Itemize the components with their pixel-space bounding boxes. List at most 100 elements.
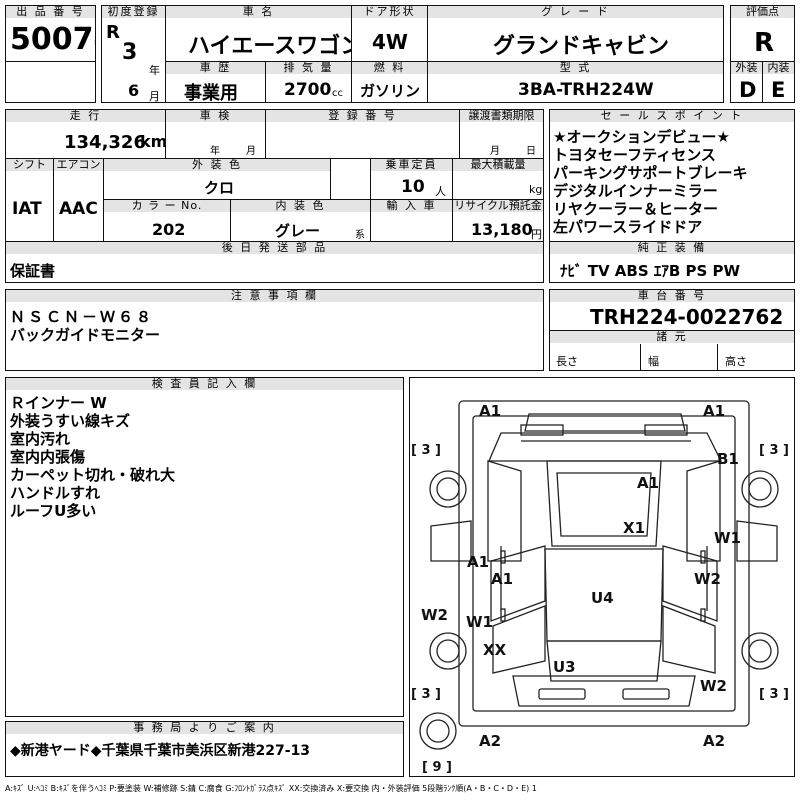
dimensions-box: 諸 元 長さ 幅 高さ <box>549 330 795 371</box>
lot-number-label: 出 品 番 号 <box>6 6 95 18</box>
lot-blank-box <box>5 61 96 103</box>
registration-number-box: 登 録 番 号 <box>265 109 460 159</box>
score-box: 評価点 R <box>730 5 795 62</box>
shift-box: シフト IAT <box>5 158 54 242</box>
exterior-color-box: 外 装 色 クロ <box>103 158 331 200</box>
interior-value: E <box>771 78 786 102</box>
later-parts-label: 後 日 発 送 部 品 <box>6 242 543 254</box>
car-name-box: 車 名 ハイエースワゴン <box>165 5 352 62</box>
sales-point: パーキングサポートブレーキ <box>553 164 748 182</box>
door-label: ドア形状 <box>352 6 427 18</box>
damage-mark: W1 <box>714 529 741 547</box>
exterior-color-label: 外 装 色 <box>104 159 330 171</box>
displacement-box: 排 気 量 2700 cc <box>265 61 352 103</box>
later-parts-box: 後 日 発 送 部 品 保証書 <box>5 241 544 283</box>
equipment-box: 純 正 装 備 ﾅﾋﾞ TV ABS ｴｱB PS PW <box>549 241 795 283</box>
capacity-unit: 人 <box>435 185 446 198</box>
import-box: 輸 入 車 <box>370 199 453 242</box>
door-value: 4W <box>372 30 408 54</box>
car-name: ハイエースワゴン <box>188 34 352 59</box>
exterior-color-value: クロ <box>204 179 235 197</box>
damage-mark: A1 <box>467 553 489 571</box>
inspector-line: 外装うすい線キズ <box>10 412 131 430</box>
inspector-box: 検 査 員 記 入 欄 Ｒインナー W 外装うすい線キズ 室内汚れ 室内内張傷 … <box>5 377 404 717</box>
inspector-line: ルーフU多い <box>10 502 97 520</box>
office-info-text: ◆新港ヤード◆千葉県千葉市美浜区新港227-13 <box>10 743 311 759</box>
inspector-list: Ｒインナー W 外装うすい線キズ 室内汚れ 室内内張傷 カーペット切れ・破れ大 … <box>10 394 175 520</box>
max-load-label: 最大積載量 <box>453 159 543 171</box>
chassis-box: 車 台 番 号 TRH224-0022762 <box>549 289 795 331</box>
lot-number: 50074 <box>10 22 95 57</box>
door-box: ドア形状 4W <box>351 5 428 62</box>
score-label: 評価点 <box>731 6 794 18</box>
chassis-number: TRH224-0022762 <box>590 305 784 329</box>
exterior-value: D <box>739 78 757 102</box>
mileage-box: 走 行 134,326 km <box>5 109 166 159</box>
damage-mark: U4 <box>591 589 614 607</box>
model-box: 型 式 3BA-TRH224W <box>427 61 724 103</box>
inspection-label: 車 検 <box>166 110 265 122</box>
shift-label: シフト <box>6 159 53 171</box>
sales-point: デジタルインナーミラー <box>553 182 718 200</box>
tire-depth-bracket: [ 3 ] <box>411 443 441 458</box>
interior-color-value: グレー <box>275 222 321 240</box>
damage-mark: U3 <box>553 658 576 676</box>
damage-mark: W1 <box>466 613 493 631</box>
mileage-label: 走 行 <box>6 110 165 122</box>
vehicle-diagram: A1 A1 A1 B1 X1 A1 A1 W1 W2 U4 W2 W1 XX U… <box>411 400 789 775</box>
chassis-label: 車 台 番 号 <box>550 290 794 302</box>
fuel-value: ガソリン <box>360 82 421 100</box>
tire-depth-bracket: [ 9 ] <box>422 760 452 775</box>
model-label: 型 式 <box>428 62 723 74</box>
fuel-box: 燃 料 ガソリン <box>351 61 428 103</box>
model-value: 3BA-TRH224W <box>518 80 654 100</box>
inspector-line: 室内汚れ <box>10 430 71 448</box>
month-unit: 月 <box>149 90 160 103</box>
interior-color-box: 内 装 色 グレー 系 <box>230 199 371 242</box>
recycle-value: 13,180 <box>471 220 533 239</box>
damage-mark: A1 <box>479 402 501 420</box>
fuel-label: 燃 料 <box>352 62 427 74</box>
dimensions-label: 諸 元 <box>550 331 794 343</box>
recycle-label: リサイクル預託金 <box>453 199 543 212</box>
sales-points-list: ★オークションデビュー★ トヨタセーフティセンス パーキングサポートブレーキ デ… <box>553 128 748 236</box>
mileage-value: 134,326 <box>64 132 146 153</box>
equipment-value: ﾅﾋﾞ TV ABS ｴｱB PS PW <box>560 262 741 280</box>
history-value: 事業用 <box>184 83 238 103</box>
lot-number-box: 出 品 番 号 50074 <box>5 5 96 62</box>
inspector-label: 検 査 員 記 入 欄 <box>6 378 403 390</box>
history-box: 車 歴 事業用 <box>165 61 266 103</box>
damage-diagram-box: A1 A1 A1 B1 X1 A1 A1 W1 W2 U4 W2 W1 XX U… <box>409 377 795 777</box>
damage-mark: X1 <box>623 519 645 537</box>
grade-label: グ レ ー ド <box>428 6 723 18</box>
sales-point: 左パワースライドドア <box>553 218 703 236</box>
mileage-unit: km <box>140 132 166 151</box>
interior-color-suffix: 系 <box>355 230 365 241</box>
displacement-value: 2700 <box>284 80 332 100</box>
damage-mark: A1 <box>637 474 659 492</box>
damage-mark: XX <box>483 641 507 659</box>
damage-mark: A2 <box>479 732 501 750</box>
length-label: 長さ <box>556 355 578 368</box>
import-label: 輸 入 車 <box>371 200 452 212</box>
color-number-value: 202 <box>152 220 186 239</box>
history-label: 車 歴 <box>166 62 265 74</box>
score-value: R <box>754 28 775 58</box>
capacity-label: 乗車定員 <box>371 159 452 171</box>
inspector-line: カーペット切れ・破れ大 <box>10 466 176 484</box>
max-load-unit: kg <box>529 183 543 196</box>
first-registration-label: 初度登録 <box>102 6 165 18</box>
exterior-label: 外装 <box>731 62 762 74</box>
tire-depth-bracket: [ 3 ] <box>759 687 789 702</box>
inspector-line: Ｒインナー W <box>10 394 107 412</box>
sales-point: トヨタセーフティセンス <box>553 146 716 164</box>
inspection-year-unit: 年 <box>210 146 220 157</box>
document-month-unit: 月 <box>490 146 500 157</box>
interior-box: 内装 E <box>762 61 795 103</box>
notes-label: 注 意 事 項 欄 <box>6 290 543 302</box>
damage-mark: W2 <box>700 677 727 695</box>
tire-depth-bracket: [ 3 ] <box>759 443 789 458</box>
color-number-label: カ ラ ー No. <box>104 200 230 212</box>
document-deadline-label: 譲渡書類期限 <box>460 110 543 122</box>
shift-value: IAT <box>12 199 42 219</box>
